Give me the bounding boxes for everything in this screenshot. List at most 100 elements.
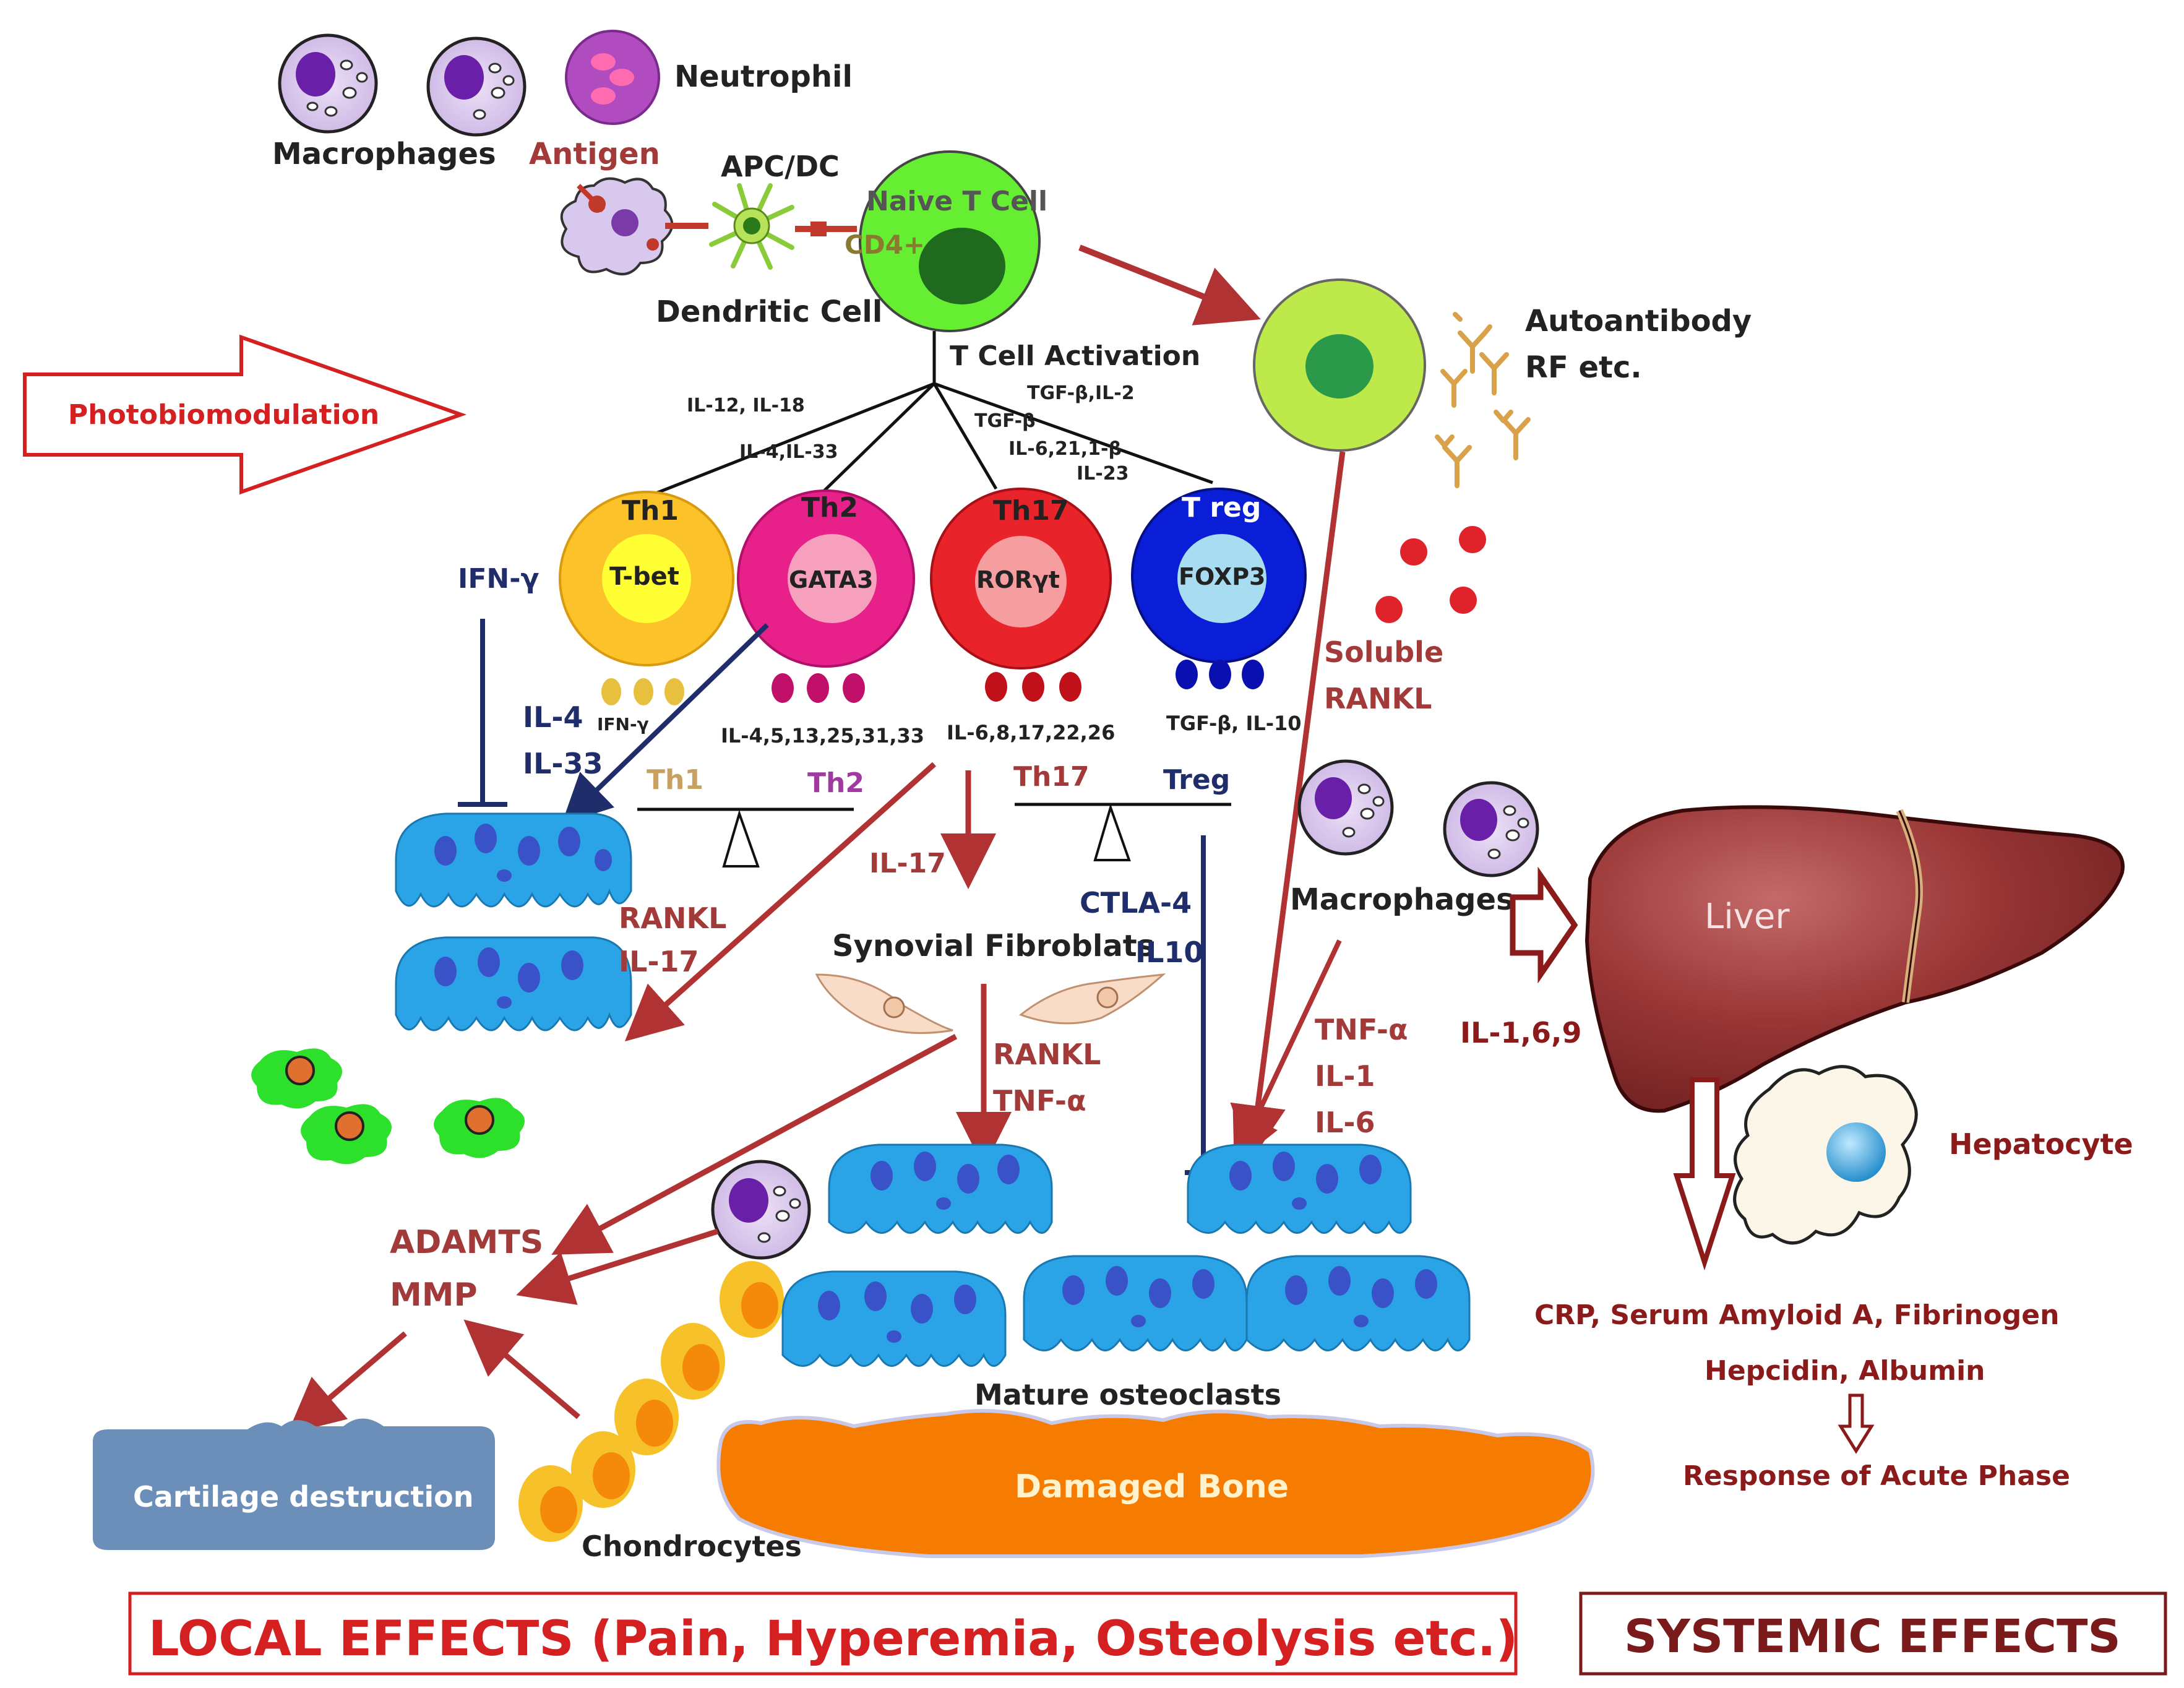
acute-proteins-label: CRP, Serum Amyloid A, Fibrinogen [1534, 1299, 2059, 1331]
gata3-label: GATA3 [789, 566, 873, 593]
cartilage-label: Cartilage destruction [133, 1480, 474, 1514]
arrow-mmp-to-cartilage [287, 1331, 407, 1434]
mature-osteoclast-2 [781, 1270, 1007, 1367]
macrophage-mmp [711, 1160, 811, 1260]
macrophage-mid-2 [1443, 781, 1539, 877]
antigen-label: Antigen [529, 137, 660, 171]
rankl-right-label: RANKL [1324, 682, 1432, 715]
il6-right-label: IL-6 [1315, 1106, 1375, 1139]
cartilage-shape [93, 1418, 495, 1550]
treg-label: T reg [1182, 492, 1261, 523]
tnfa-center-label: TNF-α [993, 1084, 1086, 1117]
th2-cytokine-dots [772, 673, 865, 703]
arrow-th17-to-osteoclast [624, 762, 937, 1042]
hepatocyte-label: Hepatocyte [1949, 1127, 2133, 1161]
macrophages-top-label: Macrophages [272, 137, 496, 171]
mature-osteoclast-3 [1023, 1255, 1248, 1351]
th17-cytokines-label: IL-6,8,17,22,26 [947, 721, 1115, 744]
il17-center-label: IL-17 [869, 848, 946, 879]
arrow-to-liver [1510, 866, 1578, 984]
il4-label: IL-4 [523, 700, 583, 734]
ifng-inhibition-line [458, 619, 507, 807]
treg-cell [1131, 488, 1307, 663]
mature-osteoclasts-label: Mature osteoclasts [974, 1378, 1281, 1411]
soluble-label: Soluble [1324, 635, 1443, 669]
hepcidin-label: Hepcidin, Albumin [1705, 1355, 1985, 1387]
liver-organ [1584, 805, 2125, 1113]
balance-th17-label: Th17 [1013, 761, 1090, 793]
photobiomodulation-arrow [23, 334, 467, 495]
mature-osteoclast-4 [1187, 1143, 1412, 1234]
dendritic-cell [709, 183, 857, 270]
rankl-center-label: RANKL [993, 1038, 1101, 1071]
il33-label: IL-33 [523, 747, 603, 780]
il169-label: IL-1,6,9 [1460, 1016, 1582, 1049]
neutrophil-cell [565, 30, 660, 125]
ifng-label: IFN-γ [458, 563, 540, 595]
naive-t-cell [859, 150, 1041, 332]
rankl-particles [1375, 526, 1486, 623]
autoantibody-label: Autoantibody [1525, 304, 1752, 338]
balance-th1-label: Th1 [647, 764, 703, 796]
th2-cytokines-label: IL-4,5,13,25,31,33 [721, 724, 924, 747]
osteoclast-left-lower [395, 936, 632, 1031]
local-effects-label: LOCAL EFFECTS (Pain, Hyperemia, Osteolys… [148, 1611, 1518, 1667]
osteoclast-left-upper [395, 812, 632, 908]
local-effects-box [128, 1591, 1518, 1676]
th17-treg-balance [1015, 803, 1231, 861]
roryt-label: RORγt [976, 566, 1060, 593]
mature-osteoclast-5 [1245, 1255, 1471, 1351]
t-cell-activation-label: T Cell Activation [950, 340, 1200, 372]
systemic-effects-label: SYSTEMIC EFFECTS [1624, 1610, 2121, 1663]
cd4-label: CD4+ [845, 230, 925, 260]
th1-cell [559, 491, 734, 666]
arrow-th2-to-osteoclast [561, 623, 769, 824]
photobiomodulation-label: Photobiomodulation [68, 399, 379, 431]
il12-il18-label: IL-12, IL-18 [687, 395, 805, 416]
il1-right-label: IL-1 [1315, 1059, 1375, 1093]
liver-label: Liver [1705, 897, 1790, 937]
synovial-fibroblast-2 [1018, 973, 1166, 1025]
arrow-to-acute-phase [1838, 1393, 1875, 1454]
il10-label: IL10 [1135, 936, 1203, 969]
macrophage-mid-1 [1297, 759, 1394, 856]
arrow-liver-to-proteins [1673, 1077, 1736, 1271]
mature-osteoclast-1 [828, 1143, 1053, 1234]
chondrocyte-cells [518, 1261, 784, 1542]
tgfb-il2-label: TGF-β,IL-2 [1027, 382, 1135, 404]
damaged-bone-shape [716, 1409, 1595, 1558]
adamts-label: ADAMTS [390, 1224, 543, 1261]
dendritic-cell-label: Dendritic Cell [656, 295, 882, 329]
plasma-cell [1253, 278, 1426, 452]
macrophages-mid-label: Macrophages [1290, 882, 1514, 917]
chondrocytes-label: Chondrocytes [582, 1530, 802, 1563]
systemic-effects-box [1579, 1591, 2167, 1676]
t-cell-activation-tree [643, 331, 1213, 500]
antibody-icons [1435, 312, 1531, 488]
acute-phase-label: Response of Acute Phase [1683, 1460, 2070, 1492]
arrow-fibroblast-to-adamts [551, 1034, 958, 1255]
tbet-label: T-bet [609, 562, 679, 591]
th2-label: Th2 [801, 492, 858, 523]
antigen-presenting-cell [560, 177, 708, 275]
th2-cell [737, 489, 915, 668]
arrow-chondrocyte-to-mmp [463, 1319, 580, 1419]
ifng-small-label: IFN-γ [597, 714, 649, 734]
naive-t-cell-label: Naive T Cell [866, 186, 1047, 217]
arrow-naive-to-bcell [1078, 244, 1261, 325]
macrophage-top-2 [426, 37, 527, 137]
il17-left-label: IL-17 [619, 945, 699, 978]
ctla4-label: CTLA-4 [1080, 886, 1192, 919]
il23-label: IL-23 [1077, 463, 1129, 484]
mmp-label: MMP [390, 1277, 478, 1314]
arrow-soluble-rankl [1230, 451, 1346, 1161]
th1-th2-balance [637, 807, 854, 868]
damaged-bone-label: Damaged Bone [1015, 1468, 1289, 1505]
il4-il33-tree-label: IL-4,IL-33 [739, 441, 838, 463]
th1-label: Th1 [622, 495, 679, 527]
balance-th2-label: Th2 [807, 767, 864, 799]
macrophage-top-1 [278, 33, 378, 134]
il6-21-1b-label: IL-6,21,1-β [1008, 438, 1122, 460]
